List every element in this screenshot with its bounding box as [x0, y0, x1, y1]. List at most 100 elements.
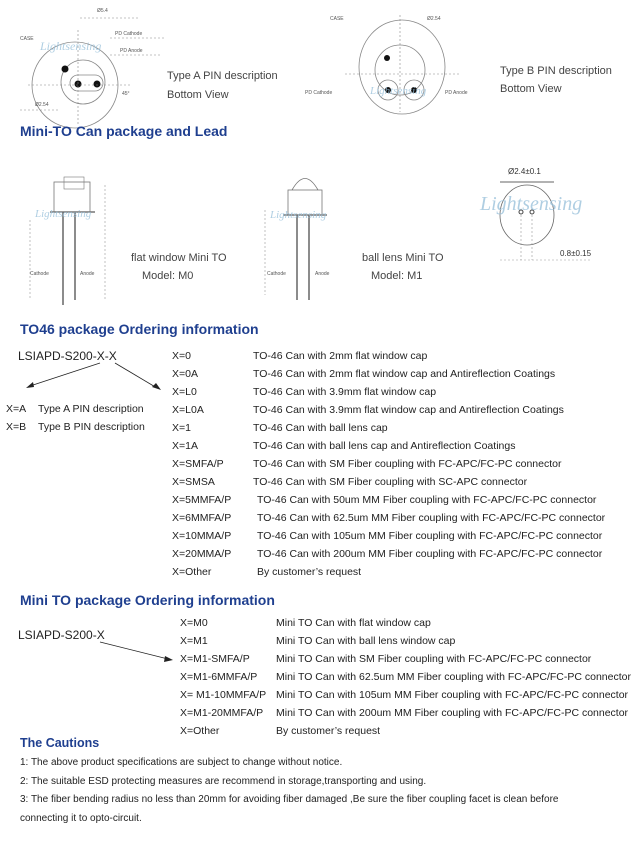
m0-name: flat window Mini TO: [131, 252, 227, 264]
ordering-option-row: X=0A TO-46 Can with 2mm flat window cap a…: [172, 368, 622, 382]
ordering-option-row: X=SMFA/P TO-46 Can with SM Fiber coupling…: [172, 458, 622, 472]
ordering-option-row: X=0 TO-46 Can with 2mm flat window cap: [172, 350, 622, 364]
m1-drawing: Cathode Anode Lightsensing: [264, 178, 330, 300]
caution-item: 1: The above product specifications are …: [20, 757, 343, 768]
option-code: X=M1-20MMFA/P: [180, 707, 264, 719]
type-a-title: Type A PIN description: [167, 70, 278, 82]
cathode-label: Cathode: [267, 271, 286, 277]
case-label: CASE: [20, 36, 34, 42]
ordering-option-row: X=Other By customer’s request: [172, 566, 622, 580]
option-code: X=M1: [180, 635, 208, 647]
ordering-option-row: X=5MMFA/P TO-46 Can with 50um MM Fiber co…: [172, 494, 622, 508]
to46-ordering-heading: TO46 package Ordering information: [20, 321, 259, 337]
caution-item: 3: The fiber bending radius no less than…: [20, 794, 559, 805]
caution-item: connecting it to opto-circuit.: [20, 812, 142, 824]
dimension-label: Ø2.54: [35, 102, 49, 108]
watermark: Lightsensing: [34, 208, 92, 220]
option-code: X=20MMA/P: [172, 548, 232, 560]
ordering-option-row: X=L0A TO-46 Can with 3.9mm flat window ca…: [172, 404, 622, 418]
option-code: X=6MMFA/P: [172, 512, 232, 524]
option-description: TO-46 Can with SM Fiber coupling with FC…: [253, 458, 562, 470]
pd-cathode-label: PD Cathode: [115, 31, 142, 37]
option-description: TO-46 Can with 3.9mm flat window cap: [253, 386, 437, 398]
option-code: X=M1-6MMFA/P: [180, 671, 258, 683]
option-description: Mini TO Can with SM Fiber coupling with …: [276, 653, 592, 665]
type-a-subtitle: Bottom View: [167, 89, 229, 101]
option-code: X=5MMFA/P: [172, 494, 232, 506]
option-code: X=10MMA/P: [172, 530, 232, 542]
ordering-option-row: X=M1-6MMFA/P Mini TO Can with 62.5um MM F…: [180, 671, 631, 685]
m1-model: Model: M1: [371, 270, 423, 282]
m0-model: Model: M0: [142, 270, 194, 282]
anode-label: Anode: [80, 271, 95, 277]
pin-option-row: X=B Type B PIN description: [6, 421, 156, 435]
option-code: X=0A: [172, 368, 198, 380]
option-description: TO-46 Can with 2mm flat window cap: [253, 350, 428, 362]
ordering-option-row: X=6MMFA/P TO-46 Can with 62.5um MM Fiber …: [172, 512, 622, 526]
type-b-subtitle: Bottom View: [500, 83, 562, 95]
option-description: TO-46 Can with 62.5um MM Fiber coupling …: [257, 512, 606, 524]
option-description: Mini TO Can with 200um MM Fiber coupling…: [276, 707, 629, 719]
angle-label: 45°: [122, 91, 130, 97]
option-description: Mini TO Can with 105um MM Fiber coupling…: [276, 689, 629, 701]
option-code: X=M0: [180, 617, 208, 629]
watermark: Lightsensing: [39, 39, 101, 53]
option-code: X=SMFA/P: [172, 458, 224, 470]
option-code: X=B: [6, 421, 27, 433]
option-description: TO-46 Can with 2mm flat window cap and A…: [253, 368, 556, 380]
mini-to-ordering-heading: Mini TO package Ordering information: [20, 592, 275, 608]
option-description: Mini TO Can with ball lens window cap: [276, 635, 456, 647]
mini-to-package-heading: Mini-TO Can package and Lead: [20, 123, 228, 139]
option-description: By customer’s request: [276, 725, 381, 737]
option-description: TO-46 Can with 3.9mm flat window cap and…: [253, 404, 564, 416]
to46-part-number: LSIAPD-S200-X-X: [18, 349, 117, 363]
option-description: Mini TO Can with 62.5um MM Fiber couplin…: [276, 671, 631, 683]
option-description: TO-46 Can with ball lens cap and Antiref…: [253, 440, 516, 452]
type-b-title: Type B PIN description: [500, 65, 612, 77]
ordering-option-row: X=Other By customer’s request: [180, 725, 630, 739]
option-description: Type B PIN description: [38, 421, 145, 433]
cathode-label: Cathode: [30, 271, 49, 277]
anode-label: Anode: [315, 271, 330, 277]
dimension-label: Ø5.4: [97, 8, 108, 14]
dimension-label: Ø2.54: [427, 16, 441, 22]
type-a-pin-diagram: Ø5.4 CASE PD Cathode PD Anode Ø2.54 45° …: [20, 8, 165, 129]
option-code: X=Other: [180, 725, 220, 737]
m0-drawing: Cathode Anode Lightsensing: [29, 176, 106, 305]
option-code: X=1A: [172, 440, 198, 452]
pd-anode-label: PD Anode: [445, 90, 468, 96]
ordering-option-row: X=L0 TO-46 Can with 3.9mm flat window cap: [172, 386, 622, 400]
pd-cathode-label: PD Cathode: [305, 90, 332, 96]
ordering-option-row: X=20MMA/P TO-46 Can with 200um MM Fiber c…: [172, 548, 622, 562]
option-description: TO-46 Can with 50um MM Fiber coupling wi…: [257, 494, 597, 506]
part-number-arrows: [26, 362, 161, 390]
option-code: X=L0: [172, 386, 197, 398]
option-description: TO-46 Can with ball lens cap: [253, 422, 388, 434]
option-code: X=M1-SMFA/P: [180, 653, 250, 665]
option-code: X=0: [172, 350, 191, 362]
option-description: By customer’s request: [257, 566, 362, 578]
cautions-heading: The Cautions: [20, 736, 100, 750]
option-description: TO-46 Can with SM Fiber coupling with SC…: [253, 476, 528, 488]
option-description: Type A PIN description: [38, 403, 144, 415]
option-code: X=L0A: [172, 404, 204, 416]
diameter-label: Ø2.4±0.1: [508, 167, 541, 176]
watermark: Lightsensing: [269, 209, 327, 221]
watermark: Lightsensing: [369, 85, 427, 97]
pin-option-row: X=A Type A PIN description: [6, 403, 156, 417]
option-code: X=A: [6, 403, 27, 415]
ordering-option-row: X=M1-SMFA/P Mini TO Can with SM Fiber cou…: [180, 653, 630, 667]
case-label: CASE: [330, 16, 344, 22]
watermark: Lightsensing: [479, 193, 582, 215]
pd-anode-label: PD Anode: [120, 48, 143, 54]
mini-to-part-number: LSIAPD-S200-X: [18, 628, 105, 642]
ordering-option-row: X=1A TO-46 Can with ball lens cap and Ant…: [172, 440, 622, 454]
option-code: X=Other: [172, 566, 212, 578]
mini-to-bottom-view: Ø2.4±0.1 0.8±0.15 Lightsensing: [479, 167, 592, 261]
option-description: TO-46 Can with 200um MM Fiber coupling w…: [257, 548, 603, 560]
